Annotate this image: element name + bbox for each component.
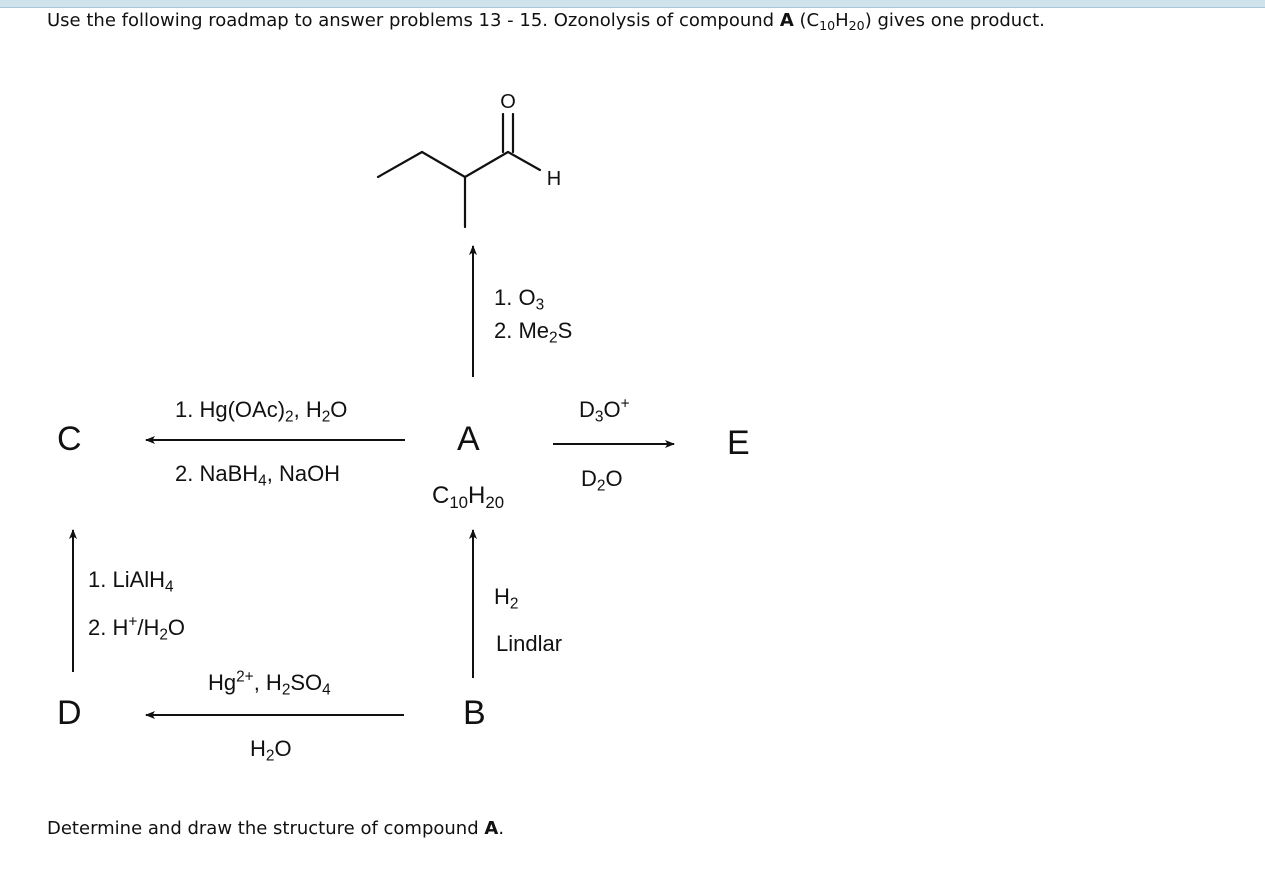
intro-text: Use the following roadmap to answer prob… bbox=[47, 10, 780, 31]
deuteration-solvent: D2O bbox=[581, 466, 623, 495]
lindlar-hydrogen: H2 bbox=[494, 584, 519, 613]
compound-a-formula: C10H20 bbox=[432, 482, 505, 513]
intro-compound: A bbox=[779, 10, 794, 31]
ozonolysis-step-2: 2. Me2S bbox=[494, 318, 573, 347]
top-border bbox=[0, 0, 1265, 8]
product-structure bbox=[376, 112, 542, 229]
problem-intro: Use the following roadmap to answer prob… bbox=[47, 10, 1045, 33]
reduction-step-1: 1. LiAlH4 bbox=[88, 567, 174, 596]
reduction-step-2: 2. H+/H2O bbox=[88, 613, 186, 644]
compound-a-label: A bbox=[457, 420, 480, 458]
product-hydrogen-atom: H bbox=[547, 168, 561, 190]
ozonolysis-step-1: 1. O3 bbox=[494, 285, 545, 314]
hydration-water: H2O bbox=[250, 736, 292, 765]
question-prompt: Determine and draw the structure of comp… bbox=[47, 818, 505, 839]
lindlar-catalyst: Lindlar bbox=[496, 631, 563, 656]
product-oxygen-atom: O bbox=[500, 91, 516, 113]
deuteration-reagent: D3O+ bbox=[579, 395, 630, 426]
compound-e-label: E bbox=[727, 424, 750, 462]
compound-d-label: D bbox=[57, 694, 82, 732]
oxymercuration-step-2: 2. NaBH4, NaOH bbox=[175, 461, 341, 490]
hydration-catalyst: Hg2+, H2SO4 bbox=[208, 668, 331, 699]
compound-c-label: C bbox=[57, 420, 82, 458]
oxymercuration-step-1: 1. Hg(OAc)2, H2O bbox=[175, 397, 348, 426]
question-compound: A bbox=[484, 818, 499, 839]
compound-b-label: B bbox=[463, 694, 486, 732]
